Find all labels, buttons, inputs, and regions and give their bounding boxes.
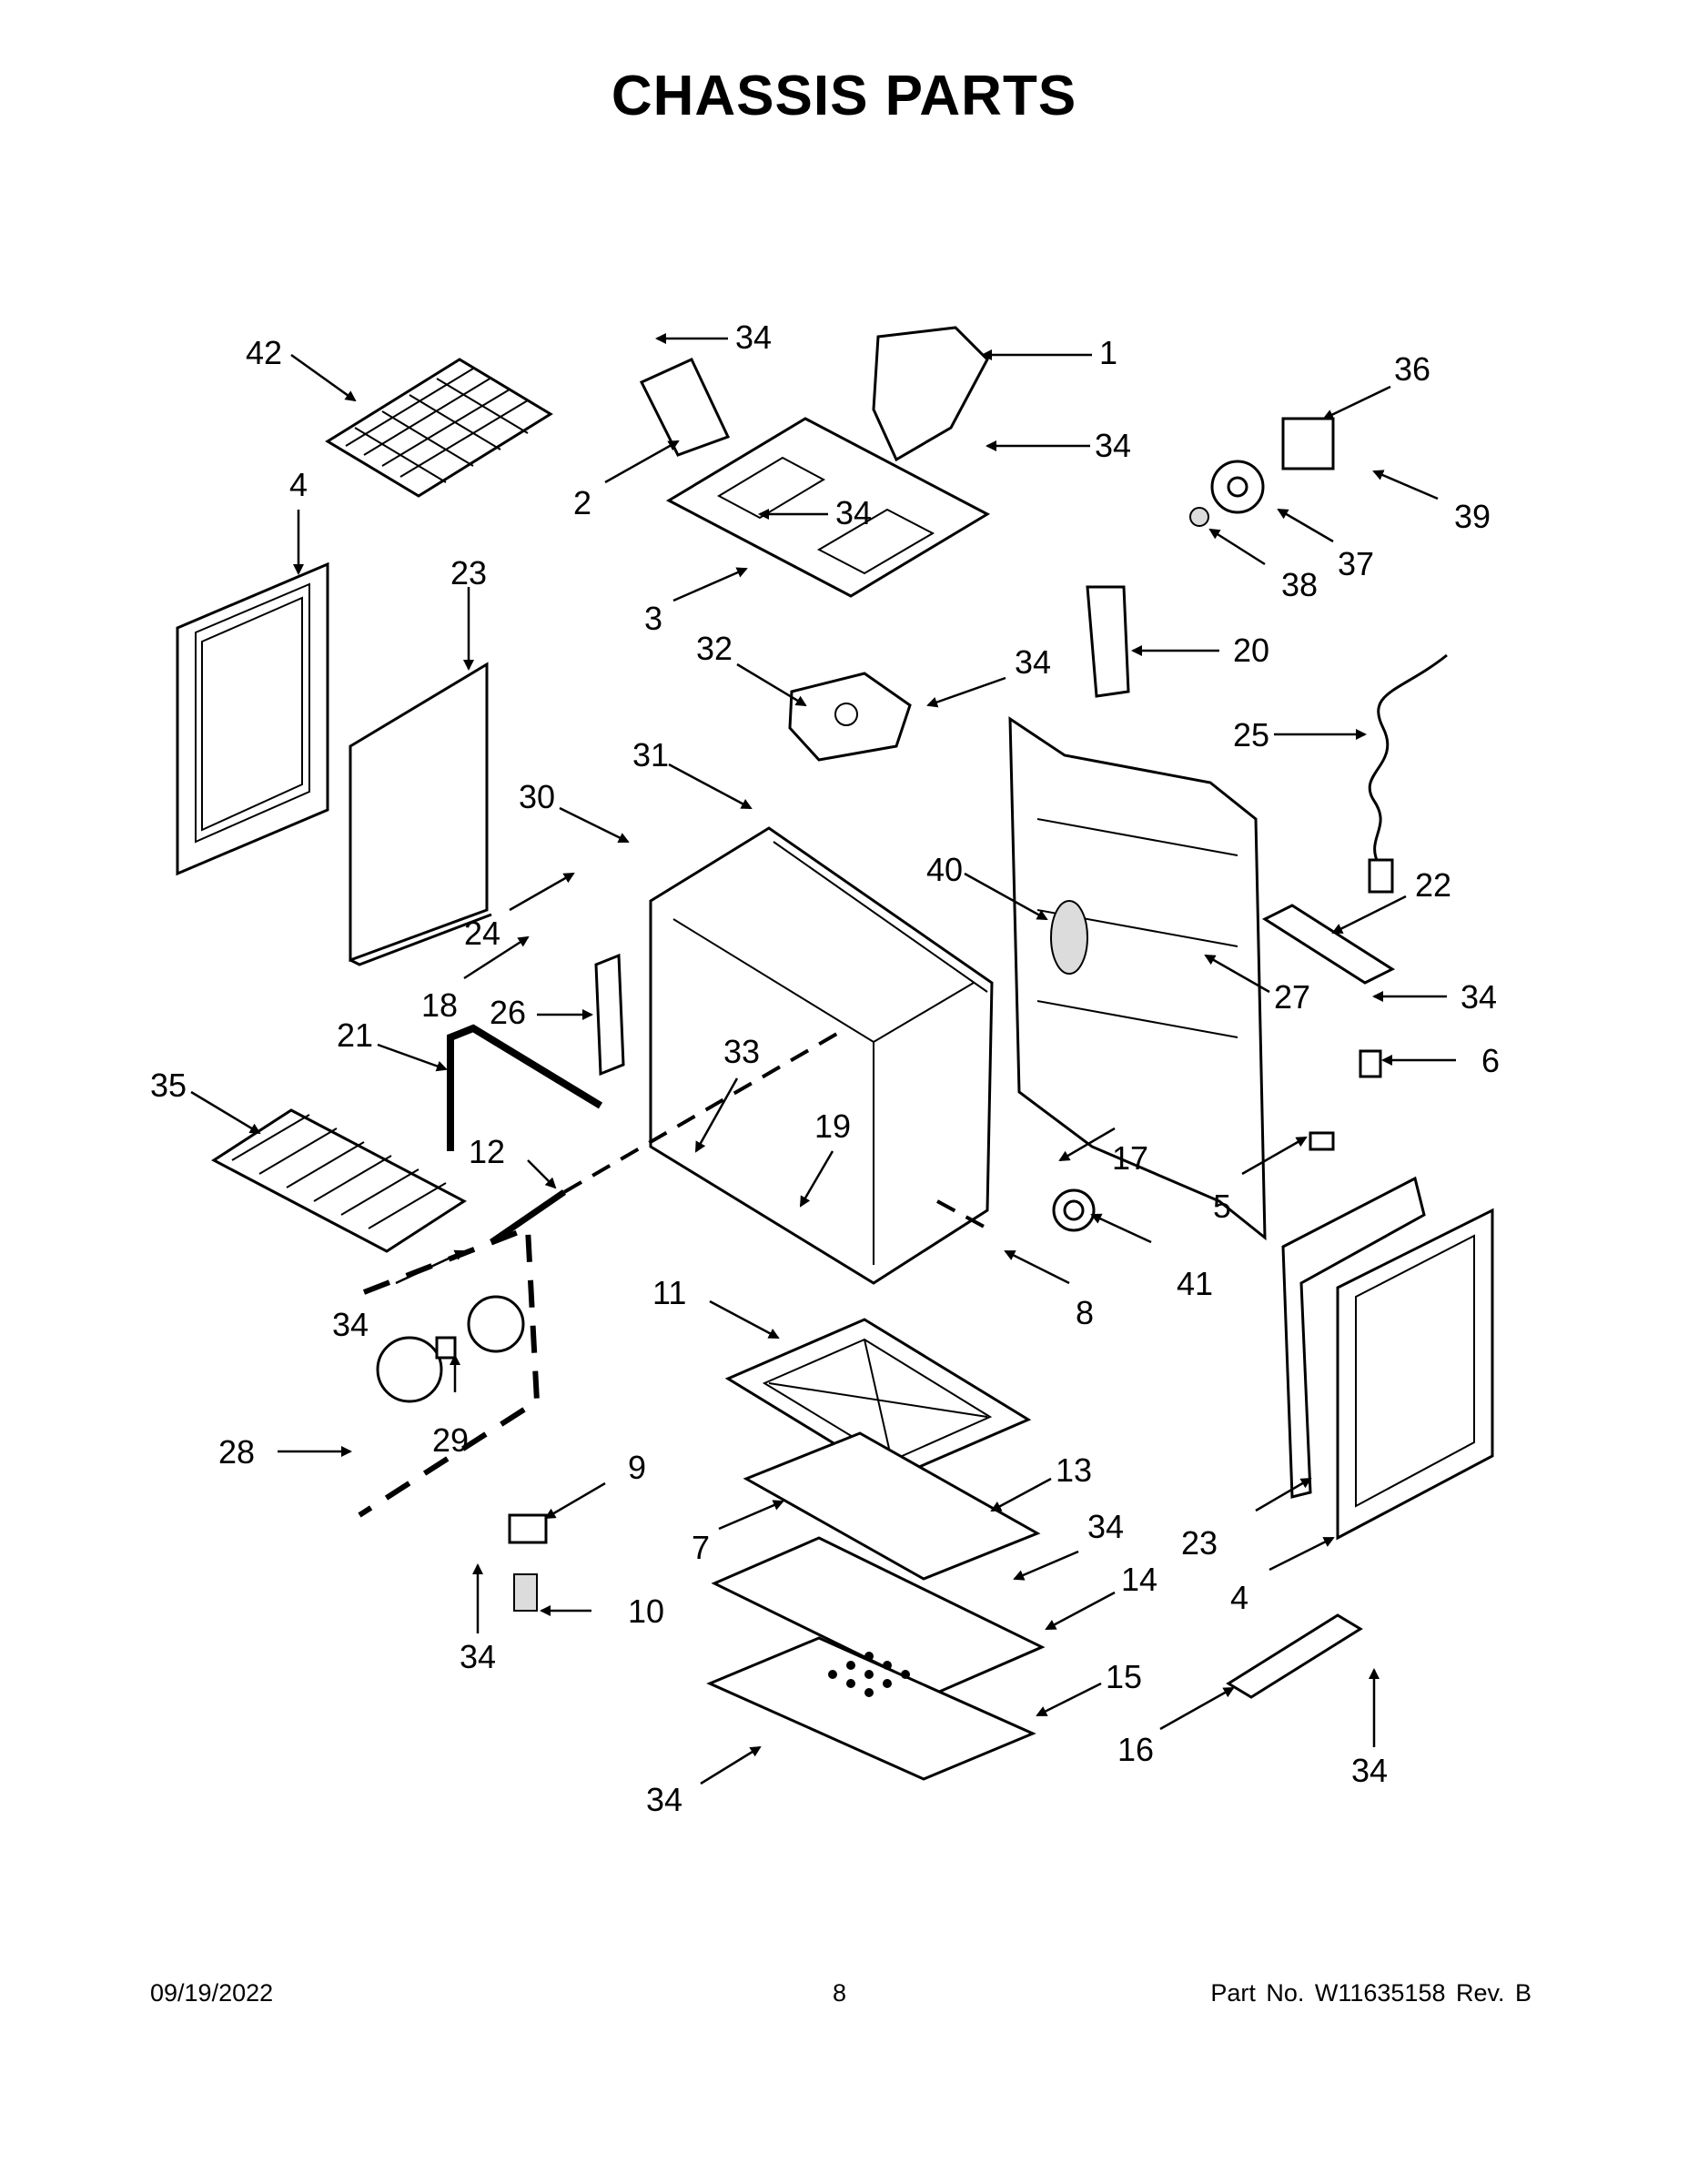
callout-34-top: 34 xyxy=(735,318,772,356)
part-35-oven-rack-drawing xyxy=(211,1108,467,1253)
callout-23-right: 23 xyxy=(1181,1524,1218,1562)
callout-15: 15 xyxy=(1106,1658,1142,1695)
part-1-duct-drawing xyxy=(872,326,989,462)
callout-5: 5 xyxy=(1213,1188,1231,1225)
callout-7: 7 xyxy=(692,1529,710,1566)
part-4-left-side-panel-drawing xyxy=(176,561,329,876)
part-20-bracket-drawing xyxy=(1086,585,1130,698)
callout-28: 28 xyxy=(218,1433,255,1471)
callout-24: 24 xyxy=(464,915,500,952)
page-title: CHASSIS PARTS xyxy=(611,65,1077,127)
part-42-rack-drawing xyxy=(325,358,553,498)
part-41-grommet-drawing xyxy=(1052,1188,1096,1232)
callout-4-right: 4 xyxy=(1230,1579,1248,1616)
footer-page-number: 8 xyxy=(833,1979,847,2007)
callout-4-left: 4 xyxy=(289,466,308,503)
footer-date: 09/19/2022 xyxy=(150,1979,274,2007)
part-40-gasket-drawing xyxy=(1050,900,1088,975)
part-22-rail-drawing xyxy=(1261,904,1396,985)
callout-29: 29 xyxy=(432,1421,469,1459)
callout-11: 11 xyxy=(652,1274,686,1311)
callout-34-below-9: 34 xyxy=(460,1638,496,1675)
callout-34-bottom-right: 34 xyxy=(1351,1752,1388,1789)
callout-19: 19 xyxy=(814,1107,851,1145)
part-23-left-insulation-drawing xyxy=(349,662,492,966)
callout-16: 16 xyxy=(1117,1731,1154,1768)
callout-38: 38 xyxy=(1281,566,1318,603)
part-9-10-valve-drawing xyxy=(508,1513,548,1612)
callout-34-bottom-center: 34 xyxy=(646,1781,682,1818)
part-2-top-bracket-drawing xyxy=(639,358,731,457)
callout-32: 32 xyxy=(696,630,733,667)
callout-2: 2 xyxy=(573,484,591,521)
callout-30: 30 xyxy=(519,778,555,815)
part-3-top-panel-drawing xyxy=(665,417,991,598)
part-36-37-38-blower-drawing xyxy=(1189,417,1335,527)
callout-27: 27 xyxy=(1274,978,1310,1016)
footer-part-number: Part No. W11635158 Rev. B xyxy=(1210,1979,1531,2007)
part-21-rod-drawing xyxy=(447,1024,603,1151)
part-28-burner-group-drawing xyxy=(358,1224,541,1518)
callout-34-left: 34 xyxy=(332,1306,369,1343)
part-12-igniter-drawing xyxy=(490,1189,566,1245)
part-13-panel-drawing xyxy=(743,1431,1041,1581)
callout-3: 3 xyxy=(644,600,662,637)
part-25-power-cord-drawing xyxy=(1368,653,1448,894)
part-32-manifold-drawing xyxy=(788,672,912,762)
part-5-6-clip-drawing xyxy=(1309,1049,1382,1151)
callout-17: 17 xyxy=(1112,1139,1148,1177)
callout-34-top-right: 34 xyxy=(1095,427,1131,464)
callout-10: 10 xyxy=(628,1592,664,1630)
callout-26: 26 xyxy=(490,994,526,1031)
part-23-right-insulation-drawing xyxy=(1281,1176,1426,1499)
callout-9: 9 xyxy=(628,1449,646,1486)
callout-40: 40 xyxy=(926,851,963,888)
callout-18: 18 xyxy=(421,986,458,1024)
callout-34-right: 34 xyxy=(1461,978,1497,1016)
callout-6: 6 xyxy=(1481,1042,1500,1079)
callout-14: 14 xyxy=(1121,1561,1157,1598)
callout-41: 41 xyxy=(1177,1265,1213,1302)
callout-13: 13 xyxy=(1056,1451,1092,1489)
callout-39: 39 xyxy=(1454,498,1491,535)
callout-31: 31 xyxy=(632,736,669,774)
callout-35: 35 xyxy=(150,1067,187,1104)
callout-37: 37 xyxy=(1338,545,1374,582)
part-15-bottom-panel-drawing xyxy=(706,1636,1036,1781)
callout-21: 21 xyxy=(337,1016,373,1054)
rear-panel-drawing xyxy=(1008,716,1267,1241)
callout-22: 22 xyxy=(1415,866,1451,904)
part-26-bracket-drawing xyxy=(594,953,625,1077)
callout-12: 12 xyxy=(469,1133,505,1170)
callout-36: 36 xyxy=(1394,350,1430,388)
callout-25: 25 xyxy=(1233,716,1269,753)
callout-42: 42 xyxy=(246,334,282,371)
callout-8: 8 xyxy=(1076,1294,1094,1331)
callout-33: 33 xyxy=(723,1033,760,1070)
callout-1: 1 xyxy=(1099,334,1117,371)
oven-cavity-drawing xyxy=(649,826,994,1285)
callout-34-near-14: 34 xyxy=(1087,1508,1124,1545)
callout-23-left: 23 xyxy=(450,554,487,592)
callout-34-near-32: 34 xyxy=(1015,643,1051,681)
callout-34-center: 34 xyxy=(835,494,872,531)
callout-20: 20 xyxy=(1233,632,1269,669)
part-16-bracket-drawing xyxy=(1226,1613,1363,1699)
part-4-right-side-panel-drawing xyxy=(1336,1208,1494,1541)
